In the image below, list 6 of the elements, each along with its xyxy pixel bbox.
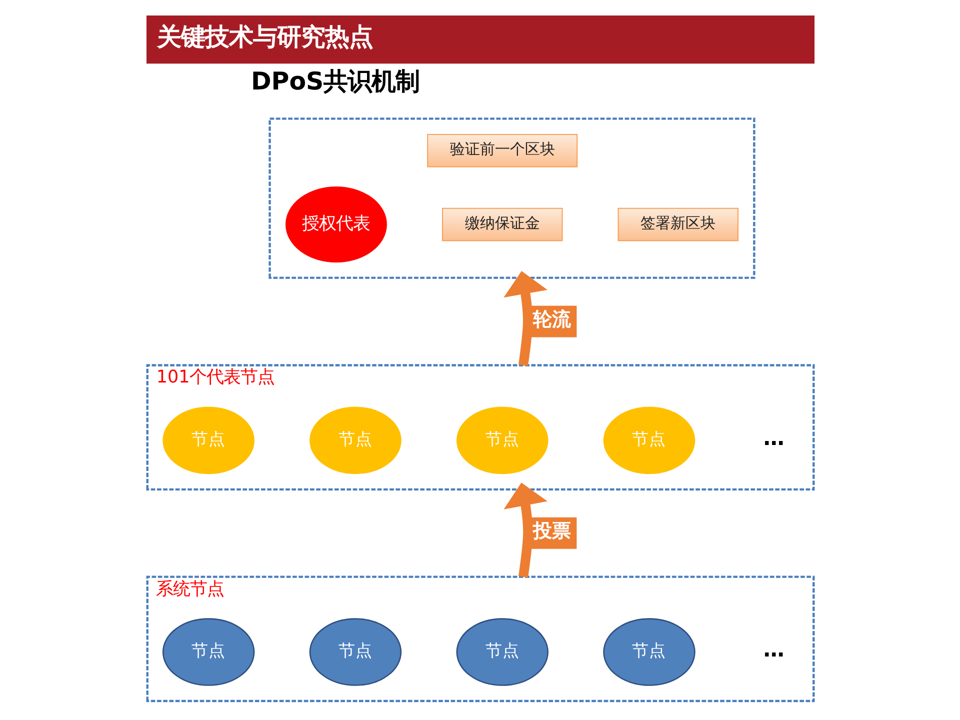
edge-label: 轮流 — [532, 308, 570, 331]
diagram-title: 关键技术与研究热点 — [156, 22, 372, 52]
label: … — [762, 638, 784, 662]
label: DPoS共识机制 — [250, 66, 420, 96]
edge-label: 投票 — [532, 519, 570, 542]
label: … — [762, 426, 784, 450]
